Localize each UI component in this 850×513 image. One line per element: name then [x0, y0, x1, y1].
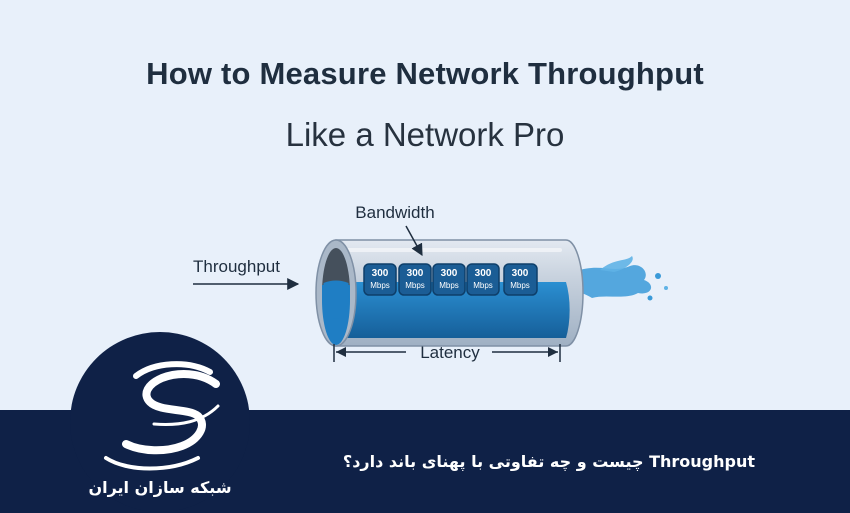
- bandwidth-arrow: [405, 225, 423, 257]
- brand-name: شبکه سازان ایران: [88, 478, 232, 497]
- latency-dimension: [333, 344, 561, 362]
- packet-value: 300: [407, 268, 424, 279]
- packet-unit: Mbps: [370, 281, 390, 290]
- packet-2: 300 Mbps: [398, 263, 432, 296]
- water-splash: [574, 256, 668, 301]
- packet-5: 300 Mbps: [503, 263, 538, 296]
- packet-unit: Mbps: [510, 281, 530, 290]
- packet-value: 300: [441, 268, 458, 279]
- water: [336, 282, 570, 338]
- packet-unit: Mbps: [473, 281, 493, 290]
- bandwidth-label: Bandwidth: [355, 203, 434, 222]
- packet-unit: Mbps: [405, 281, 425, 290]
- pipe-diagram: 300 Mbps 300 Mbps 300 Mbps 300 Mbps 300 …: [193, 203, 668, 362]
- brand-logo-icon: [104, 361, 220, 471]
- banner-subtitle: Like a Network Pro: [285, 116, 565, 153]
- banner-title: How to Measure Network Throughput: [146, 56, 704, 91]
- logo-badge: [70, 332, 250, 512]
- packet-4: 300 Mbps: [466, 263, 500, 296]
- packet-3: 300 Mbps: [432, 263, 466, 296]
- article-caption: Throughput چیست و چه تفاوتی با پهنای بان…: [342, 452, 755, 471]
- throughput-label: Throughput: [193, 257, 280, 276]
- packet-unit: Mbps: [439, 281, 459, 290]
- packet-value: 300: [512, 268, 529, 279]
- latency-label: Latency: [420, 343, 480, 362]
- packet-value: 300: [475, 268, 492, 279]
- packet-value: 300: [372, 268, 389, 279]
- packet-1: 300 Mbps: [363, 263, 397, 296]
